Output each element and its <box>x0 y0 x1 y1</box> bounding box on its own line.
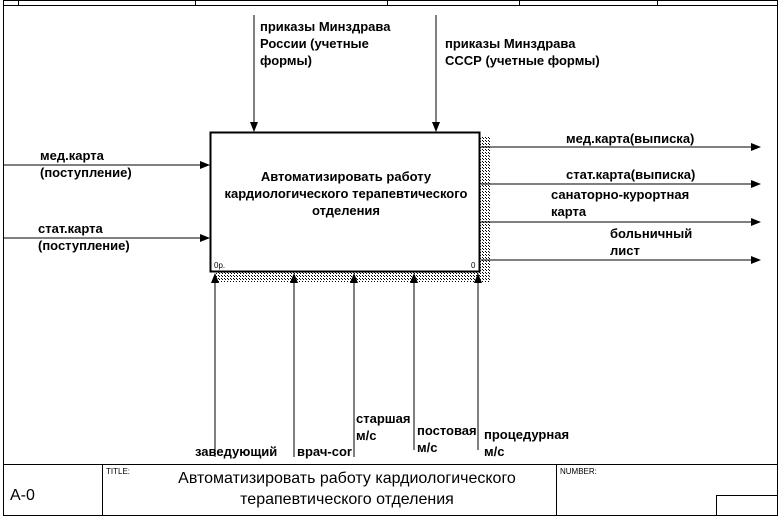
output-label-1: мед.карта(выписка) <box>566 131 695 146</box>
input-label-2: стат.карта (поступление) <box>38 221 130 253</box>
mechanism-label-5: процедурная м/с <box>484 427 570 459</box>
diagram-border <box>3 0 778 516</box>
diagram-title: Автоматизировать работу кардиологическог… <box>178 470 516 508</box>
mechanism-label-1: заведующий <box>195 444 278 459</box>
box-shadow-bottom <box>216 272 490 282</box>
activity-cost: 0р. <box>214 261 226 270</box>
input-label-1: мед.карта (поступление) <box>40 148 132 180</box>
box-shadow-right <box>480 137 490 282</box>
number-caption: NUMBER: <box>560 467 597 476</box>
title-caption: TITLE: <box>106 467 131 476</box>
activity-box[interactable] <box>209 131 481 273</box>
mechanism-label-4: постовая м/с <box>417 423 477 455</box>
output-label-2: стат.карта(выписка) <box>566 167 696 182</box>
activity-title: Автоматизировать работу кардиологическог… <box>224 169 468 218</box>
mechanism-label-2: врач-cor <box>297 444 352 459</box>
node-label: А-0 <box>10 487 35 504</box>
mechanism-label-3: старшая м/с <box>356 411 411 443</box>
activity-number: 0 <box>471 261 476 270</box>
output-label-3: санаторно-курортная карта <box>551 187 690 219</box>
control-label-2: приказы Минздрава СССР (учетные формы) <box>445 36 600 68</box>
control-label-1: приказы Минздрава России (учетные формы) <box>260 19 391 68</box>
output-label-4: больничный лист <box>610 226 693 258</box>
